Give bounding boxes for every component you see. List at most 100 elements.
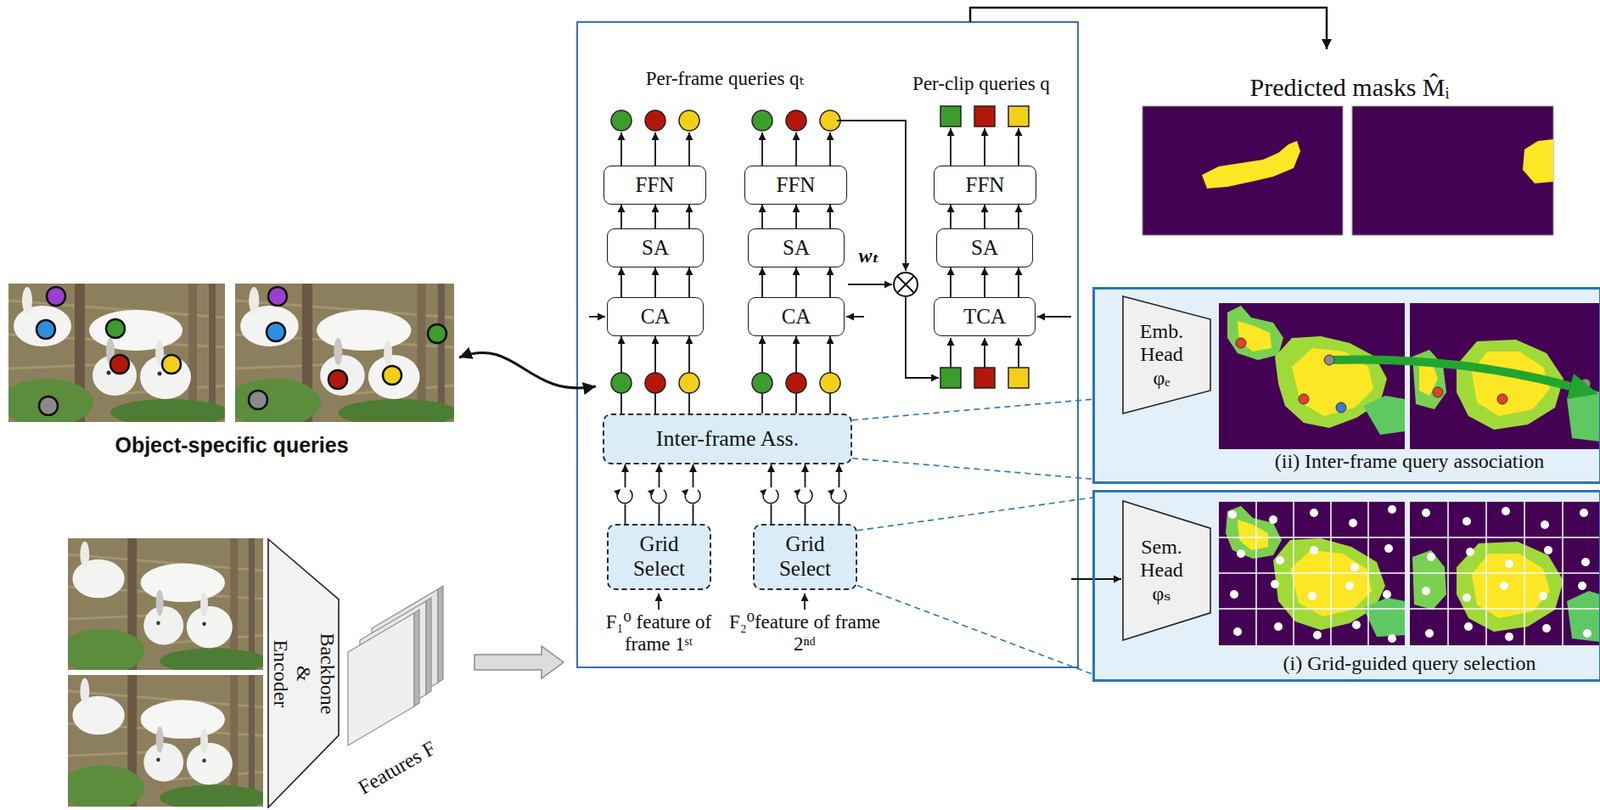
- query-photo: [39, 396, 58, 416]
- caption-holder: (ii) Inter-frame query association: [1218, 449, 1600, 474]
- connector-group: [621, 204, 1093, 674]
- association-heatmap: [1227, 305, 1284, 360]
- grid-heatmap: [1309, 508, 1319, 517]
- flow-arrow: [795, 267, 798, 298]
- grid-heatmap: [1579, 508, 1589, 517]
- query-photo: [36, 320, 56, 339]
- association-heatmap: [1324, 354, 1335, 365]
- grid-heatmap: [1538, 591, 1548, 601]
- flow-arrow: [654, 204, 657, 229]
- grid-heatmap: [1412, 550, 1447, 610]
- grid-heatmap: [1218, 501, 1600, 646]
- grid-heatmap: [1499, 581, 1509, 590]
- grid-heatmap: [1462, 516, 1471, 526]
- detail-panel: Sem. Head φₛ(i) Grid-guided query select…: [1092, 489, 1600, 682]
- ffn-block: FFN: [603, 165, 707, 205]
- text-holder: Emb. Head φₑ: [1122, 295, 1212, 415]
- query-photo: [427, 324, 447, 343]
- text-label: F₂⁰feature of frame 2ⁿᵈ: [728, 611, 882, 657]
- ffn-block: FFN: [933, 165, 1037, 205]
- flow-arrow: [761, 132, 764, 166]
- grid-heatmap: [1218, 501, 1600, 646]
- detail-panel: Emb. Head φₑ (ii) Inter-frame query assoc…: [1092, 286, 1600, 484]
- flow-arrow: [1037, 315, 1072, 318]
- text-label: wₜ: [858, 244, 881, 269]
- flow-arrow: [589, 315, 606, 318]
- flow-arrow: [474, 645, 564, 679]
- flow-arrow: [803, 593, 806, 610]
- flow-arrow: [795, 132, 798, 166]
- association-module: Inter-frame Ass.: [602, 413, 853, 465]
- grid-heatmap: [1236, 549, 1246, 558]
- grid-heatmap: [1313, 630, 1322, 640]
- predicted-mask: [1352, 106, 1554, 236]
- grid-heatmap: [1464, 622, 1473, 631]
- query-photo: [382, 365, 402, 385]
- block-label: SA: [641, 235, 669, 261]
- callout-line: [852, 458, 1093, 479]
- grid-heatmap: [1504, 559, 1514, 568]
- query-circle: [785, 110, 807, 131]
- flow-arrow: [1017, 204, 1020, 229]
- grid-heatmap: [1270, 579, 1280, 589]
- feature-stack: [437, 585, 444, 683]
- association-heatmap: [1497, 393, 1508, 405]
- grid-heatmap: [1308, 591, 1317, 601]
- flow-arrow: [949, 204, 952, 229]
- input-frames: [60, 538, 268, 810]
- flow-arrow: [688, 132, 691, 166]
- flow-arrow: [970, 7, 1327, 50]
- flow-arrow: [836, 120, 906, 271]
- block-label: Grid Select: [621, 532, 698, 582]
- association-heatmap: [1218, 303, 1600, 450]
- panel-caption: (ii) Inter-frame query association: [1274, 449, 1544, 474]
- grid-heatmap: [1384, 544, 1393, 553]
- clip-query-square: [974, 106, 995, 127]
- grid-select-module: Grid Select: [752, 523, 858, 590]
- association-heatmap: [1336, 402, 1347, 413]
- loop-symbol: [830, 487, 848, 505]
- grid-heatmap: [1465, 547, 1475, 556]
- block-label: FFN: [635, 173, 675, 198]
- loop-symbol: [617, 489, 633, 504]
- semantic-head: Sem. Head φₛ: [1122, 499, 1212, 641]
- feature-stack: [348, 585, 444, 746]
- text-label: Per-frame queries qₜ: [645, 67, 805, 90]
- grid-heatmap: [1504, 632, 1514, 641]
- grid-heatmap: [1274, 622, 1283, 631]
- clip-query-square: [974, 367, 995, 388]
- flow-arrow: [795, 204, 798, 229]
- block-label: CA: [640, 304, 671, 330]
- query-circle: [752, 110, 773, 131]
- flow-arrow: [847, 283, 893, 286]
- grid-heatmap: [1348, 518, 1358, 528]
- callout-line: [857, 497, 1093, 531]
- label-holder: Predicted masks M̂ᵢ: [1209, 72, 1490, 103]
- loop-symbol: [797, 489, 813, 504]
- temporal-cross-attention-block: TCA: [933, 297, 1036, 337]
- grid-heatmap: [1387, 505, 1397, 514]
- label-holder: F₂⁰feature of frame 2ⁿᵈ: [728, 611, 882, 657]
- query-photo: [162, 354, 181, 374]
- clip-query-square: [940, 106, 961, 127]
- flow-arrow: [654, 267, 657, 298]
- query-photo: [268, 286, 287, 306]
- loop-symbol: [684, 489, 701, 504]
- embedding-head: Emb. Head φₑ: [1122, 295, 1212, 415]
- query-circle: [752, 372, 773, 393]
- query-circle: [645, 110, 666, 131]
- query-photo: [226, 283, 459, 427]
- self-attention-block: SA: [747, 228, 845, 268]
- label-holder: Per-clip queries q: [887, 72, 1075, 96]
- block-label: FFN: [965, 173, 1005, 198]
- grid-heatmap: [1577, 581, 1587, 590]
- loop-symbol: [796, 487, 814, 505]
- block-label: SA: [782, 235, 810, 261]
- grid-heatmap: [1345, 581, 1354, 590]
- label-holder: F₁⁰ feature of frame 1ˢᵗ: [582, 611, 736, 657]
- query-circle: [611, 110, 841, 393]
- flow-arrow: [949, 267, 952, 298]
- grid-select-module: Grid Select: [606, 523, 712, 590]
